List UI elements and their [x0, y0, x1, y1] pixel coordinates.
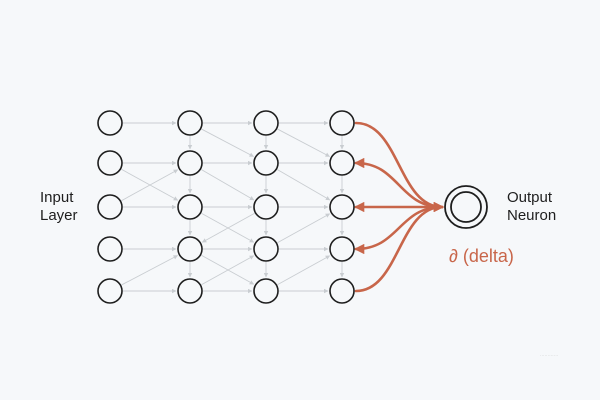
connection-line: [201, 212, 255, 243]
neuron-node: [253, 278, 279, 304]
neuron-node: [253, 194, 279, 220]
neuron-node: [177, 236, 203, 262]
connection-line: [277, 255, 331, 286]
input-label-line1: Input: [40, 189, 74, 206]
neuron-node: [177, 194, 203, 220]
neuron-node: [97, 110, 123, 136]
input-layer-label: Input Layer: [40, 189, 78, 225]
output-neuron: [444, 185, 488, 229]
connection-line: [121, 255, 179, 286]
neuron-node: [329, 278, 355, 304]
neuron-node: [97, 194, 123, 220]
neuron-node: [253, 150, 279, 176]
input-label-line2: Layer: [40, 207, 78, 224]
watermark: ············: [540, 353, 559, 358]
connection-line: [277, 169, 331, 201]
neuron-node: [97, 150, 123, 176]
neuron-node: [253, 236, 279, 262]
hidden-connections: [121, 120, 345, 294]
neuron-node: [97, 236, 123, 262]
connection-line: [201, 128, 255, 157]
connection-line: [277, 128, 331, 157]
connection-line: [121, 168, 179, 201]
output-neuron-inner-ring: [450, 191, 482, 223]
neuron-node: [329, 150, 355, 176]
neuron-grid: [97, 110, 355, 304]
delta-arrow: [354, 201, 445, 293]
delta-arrows: [353, 121, 445, 293]
delta-arrow: [353, 157, 444, 209]
neuron-node: [177, 150, 203, 176]
delta-arrow: [353, 205, 444, 255]
neuron-node: [329, 194, 355, 220]
output-label-line1: Output: [507, 189, 553, 206]
neuron-node: [177, 278, 203, 304]
output-label-line2: Neuron: [507, 207, 557, 224]
connection-line: [277, 213, 331, 244]
neuron-node: [97, 278, 123, 304]
neuron-node: [253, 110, 279, 136]
output-neuron-label: Output Neuron: [507, 189, 556, 225]
neuron-node: [329, 236, 355, 262]
neuron-node: [177, 110, 203, 136]
connection-line: [201, 169, 255, 201]
delta-label: ∂ (delta): [449, 246, 514, 266]
connection-line: [201, 255, 255, 286]
delta-arrow: [354, 121, 445, 213]
neuron-node: [329, 110, 355, 136]
